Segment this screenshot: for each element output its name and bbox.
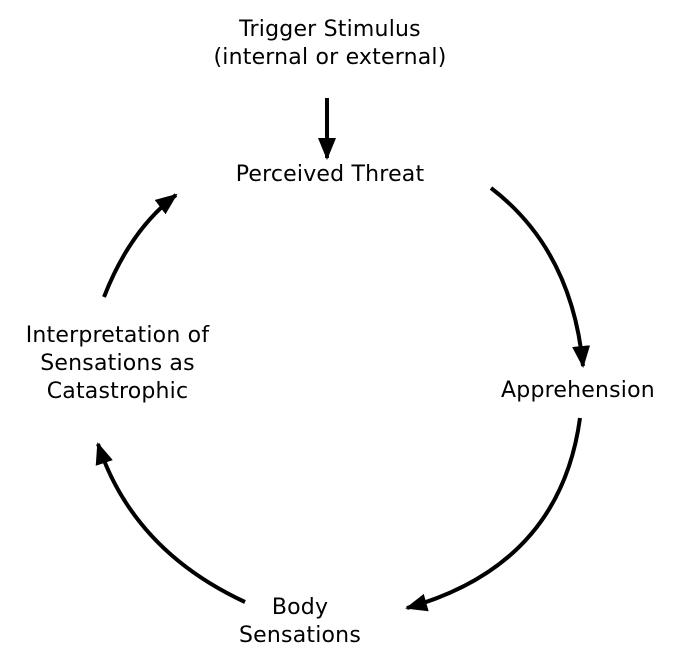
node-interpretation-line-2: Sensations as bbox=[40, 351, 195, 376]
node-interpretation-line-1: Interpretation of bbox=[25, 323, 210, 348]
node-trigger-line-1: Trigger Stimulus bbox=[239, 17, 421, 42]
node-body-sensations: Body Sensations bbox=[230, 594, 370, 650]
arrow-apprehension-to-body bbox=[405, 417, 582, 612]
arrow-interpretation-to-threat bbox=[102, 193, 178, 298]
node-trigger-stimulus: Trigger Stimulus (internal or external) bbox=[180, 16, 480, 72]
node-threat-line-1: Perceived Threat bbox=[235, 162, 425, 187]
node-body-line-1: Body bbox=[271, 595, 329, 620]
node-trigger-line-2: (internal or external) bbox=[213, 45, 447, 70]
node-apprehension: Apprehension bbox=[480, 377, 676, 405]
node-interpretation: Interpretation of Sensations as Catastro… bbox=[0, 322, 235, 406]
arrow-threat-to-apprehension bbox=[489, 186, 591, 368]
node-body-line-2: Sensations bbox=[239, 623, 361, 648]
arrow-body-to-interpretation bbox=[95, 442, 246, 604]
node-apprehension-line-1: Apprehension bbox=[501, 378, 655, 403]
node-perceived-threat: Perceived Threat bbox=[180, 161, 480, 189]
node-interpretation-line-3: Catastrophic bbox=[46, 379, 189, 404]
